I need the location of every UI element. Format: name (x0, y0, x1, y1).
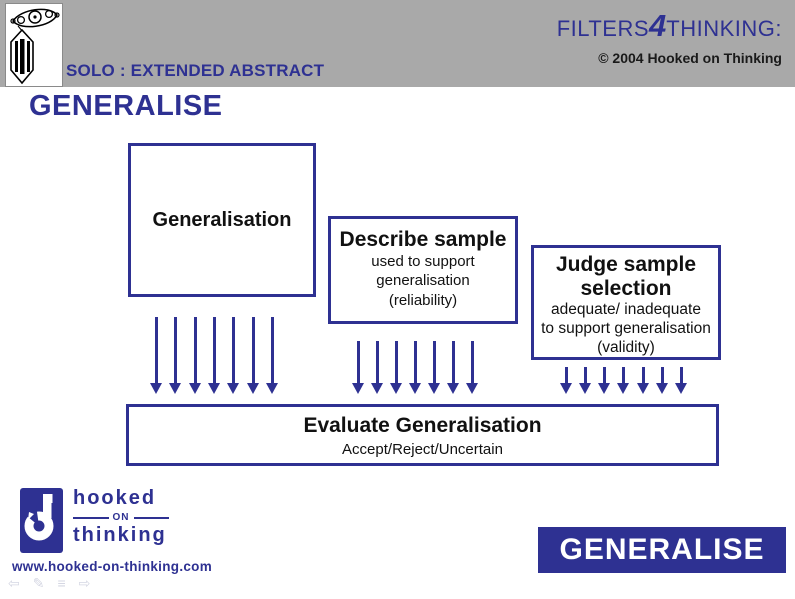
down-arrow-icon (207, 317, 221, 394)
hook-icon (20, 488, 63, 553)
describe-box-line: used to support (371, 253, 475, 271)
logo-word-thinking: thinking (73, 524, 167, 546)
down-arrow-icon (428, 341, 441, 394)
down-arrow-icon (617, 367, 630, 394)
rule-left (73, 516, 109, 519)
hooked-on-thinking-wordmark: hooked on thinking (73, 487, 169, 547)
down-arrow-icon (390, 341, 403, 394)
down-arrow-icon (265, 317, 279, 394)
brand-pre: FILTERS (556, 16, 650, 41)
generalisation-box: Generalisation (128, 143, 316, 297)
down-arrow-icon (371, 341, 384, 394)
judge-sample-box: Judge sample selection adequate/ inadequ… (531, 245, 721, 360)
crystal-eye-icon (10, 8, 60, 85)
judge-box-line: adequate/ inadequate (551, 301, 701, 319)
down-arrow-icon (598, 367, 611, 394)
describe-box-title: Describe sample (339, 228, 507, 251)
down-arrow-icon (352, 341, 365, 394)
down-arrow-icon (674, 367, 688, 394)
header-bar: SOLO : EXTENDED ABSTRACT FILTERS4THINKIN… (0, 0, 795, 87)
page-title: GENERALISE (29, 90, 223, 122)
pen-icon[interactable]: ✎ (32, 575, 45, 591)
brand-title: FILTERS4THINKING: (557, 8, 782, 44)
describe-sample-box: Describe sample used to support generali… (328, 216, 518, 324)
down-arrow-icon (655, 367, 669, 394)
down-arrow-icon (246, 317, 260, 394)
brand-number: 4 (649, 8, 667, 43)
brand-post: THINKING: (666, 16, 782, 41)
down-arrow-icon (579, 367, 592, 394)
website-url: www.hooked-on-thinking.com (12, 559, 213, 574)
describe-box-line: (reliability) (388, 291, 458, 309)
back-arrow-icon[interactable]: ⇦ (8, 575, 20, 591)
hooked-on-thinking-logo (20, 488, 63, 553)
down-arrow-icon (188, 317, 202, 394)
down-arrow-icon (169, 317, 182, 394)
menu-icon[interactable]: ≡ (57, 575, 66, 591)
arrows-from-generalisation (150, 317, 279, 394)
presenter-controls: ⇦ ✎ ≡ ⇨ (8, 576, 90, 590)
down-arrow-icon (409, 341, 422, 394)
solo-level-label: SOLO : EXTENDED ABSTRACT (66, 61, 325, 80)
arrows-from-judge (560, 367, 688, 394)
logo-word-on: on (112, 512, 130, 523)
logo-word-hooked: hooked (73, 487, 157, 509)
evaluate-box-subtitle: Accept/Reject/Uncertain (342, 441, 503, 459)
judge-box-line: to support generalisation (541, 320, 711, 338)
down-arrow-icon (447, 341, 460, 394)
generalisation-box-title: Generalisation (152, 208, 292, 231)
logo-word-on-row: on (73, 512, 169, 523)
down-arrow-icon (227, 317, 240, 394)
down-arrow-icon (636, 367, 650, 394)
forward-arrow-icon[interactable]: ⇨ (78, 575, 91, 591)
arrows-from-describe (352, 341, 479, 394)
down-arrow-icon (560, 367, 573, 394)
evaluate-generalisation-box: Evaluate Generalisation Accept/Reject/Un… (126, 404, 719, 466)
generalise-badge: GENERALISE (538, 527, 786, 573)
evaluate-box-title: Evaluate Generalisation (303, 414, 542, 437)
describe-box-line: generalisation (376, 272, 470, 290)
judge-box-title: Judge sample selection (555, 253, 697, 301)
down-arrow-icon (466, 341, 479, 394)
solo-crystal-eye-logo (5, 3, 63, 87)
copyright-text: © 2004 Hooked on Thinking (598, 50, 782, 66)
rule-right (133, 516, 169, 519)
judge-box-line: (validity) (597, 339, 655, 357)
down-arrow-icon (150, 317, 163, 394)
